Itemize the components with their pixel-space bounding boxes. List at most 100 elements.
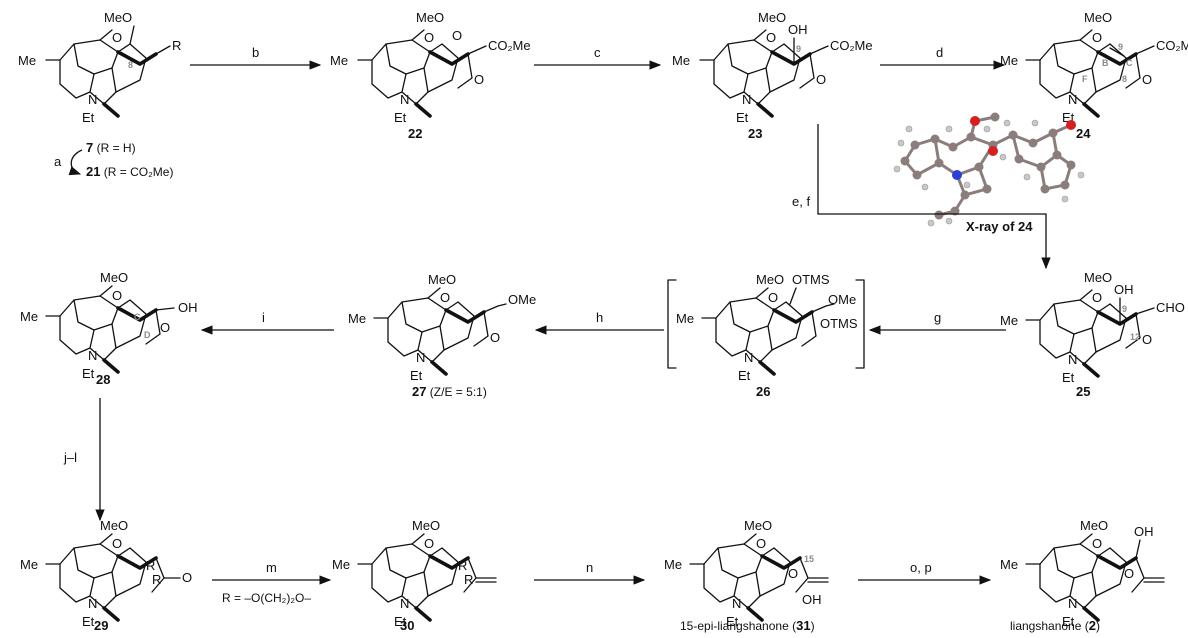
atom-label-et: Et: [394, 614, 407, 629]
atom-label-b: B: [1102, 58, 1109, 68]
atom-label-me: Me: [20, 557, 38, 572]
atom-label-meo: MeO: [758, 10, 786, 25]
nitrogen-atom: [952, 170, 962, 180]
atom-label-et: Et: [1062, 370, 1075, 385]
atom-label-o: O: [1092, 290, 1102, 305]
position-8: 8: [128, 60, 133, 70]
atom-label-ome: OMe: [508, 292, 536, 307]
atom-label-et: Et: [726, 614, 739, 629]
atom-label-c: C: [134, 312, 141, 322]
atom-label-n: N: [400, 92, 409, 107]
atom-label-et: Et: [1062, 614, 1075, 629]
atom-label-o: O: [424, 30, 434, 45]
atom-label-me: Me: [332, 557, 350, 572]
label-27: 27 (Z/E = 5:1): [412, 384, 487, 399]
atom-label-o: O: [816, 72, 826, 87]
condition-h: h: [596, 310, 603, 325]
atom-label-meo: MeO: [416, 10, 444, 25]
atom-label-oh: OH: [178, 300, 198, 315]
atom-label-meo: MeO: [428, 272, 456, 287]
bracket-right: [855, 279, 865, 369]
atom-label-meo: MeO: [756, 272, 784, 287]
atom-label-otms: OTMS: [792, 272, 830, 287]
atom-label-num: 2: [1089, 618, 1096, 633]
atom-label-note: (R = CO₂Me): [100, 165, 173, 179]
label-22: 22: [408, 126, 422, 141]
atom-label-o: O: [1092, 30, 1102, 45]
label-31: 15-epi-liangshanone (31): [680, 618, 815, 633]
label-25: 25: [1076, 384, 1090, 399]
atom-label-r: R: [152, 572, 161, 587]
atom-label-p9: 9: [1122, 304, 1127, 314]
atom-label-p9: 9: [1118, 42, 1123, 52]
atom-label-et: Et: [82, 614, 95, 629]
atom-label-n: N: [744, 350, 753, 365]
atom-label-n: N: [416, 350, 425, 365]
condition-g: g: [934, 310, 941, 325]
compound-29: Me MeO O R R O N Et: [20, 518, 192, 629]
compound-24: Me MeO O B C F 8 9 CO₂Me O N Et: [1000, 10, 1188, 125]
atom-label-o: O: [1142, 332, 1152, 347]
atom-label-co2me: CO₂Me: [488, 38, 531, 53]
atom-label-o: O: [756, 536, 766, 551]
atom-label-et: Et: [410, 368, 423, 383]
compound-27: Me MeO O OMe O N Et: [348, 272, 536, 383]
atom-label-me: Me: [20, 309, 38, 324]
compound-26: Me MeO O OTMS OMe OTMS N Et: [676, 272, 858, 383]
atom-label-p8: 8: [1122, 74, 1127, 84]
atom-label-p12: 12: [1130, 332, 1140, 342]
compound-28: Me MeO O C D O OH N Et: [20, 270, 198, 381]
compound-31: Me MeO O 15 O OH N Et: [664, 518, 829, 629]
atom-label-meo: MeO: [744, 518, 772, 533]
atom-label-n: N: [742, 92, 751, 107]
atom-label-n: N: [1068, 352, 1077, 367]
atom-label-n: N: [1068, 92, 1077, 107]
atom-label-r: R: [464, 572, 473, 587]
atom-label-note: (R = H): [93, 141, 135, 155]
atom-label-o: O: [490, 330, 500, 345]
condition-b: b: [252, 45, 259, 60]
atom-label-me: Me: [348, 311, 366, 326]
atom-label-o: O: [112, 288, 122, 303]
atom-label-meo: MeO: [1084, 10, 1112, 25]
atom-label-me: Me: [1000, 313, 1018, 328]
atom-label-n: N: [732, 596, 741, 611]
atom-label-oh: OH: [788, 22, 808, 37]
atom-label-oh: OH: [1114, 282, 1134, 297]
compound-25: Me MeO O OH 9 CHO O 12 N Et: [1000, 270, 1185, 385]
atom-label-co2me: CO₂Me: [1156, 38, 1188, 53]
xray-structure-24: [893, 112, 1085, 227]
condition-a: a: [54, 154, 62, 169]
condition-ef: e, f: [792, 194, 810, 209]
atom-label-o: O: [788, 566, 798, 581]
atom-label-d: D: [144, 330, 151, 340]
atom-label-o: O: [768, 290, 778, 305]
atom-label-num: 7: [86, 140, 93, 155]
atom-label-o: O: [452, 28, 462, 43]
atom-label-o: O: [160, 320, 170, 335]
atom-label-o: O: [474, 72, 484, 87]
atom-label-meo: MeO: [100, 270, 128, 285]
atom-label-o: O: [424, 536, 434, 551]
condition-m: m: [266, 560, 277, 575]
compound-23: Me MeO O OH 9 CO₂Me O N Et: [672, 10, 873, 125]
atom-label-n: N: [88, 348, 97, 363]
condition-i: i: [262, 310, 265, 325]
atom-label-oh: OH: [1134, 524, 1154, 539]
atom-label-o: O: [440, 290, 450, 305]
atom-label-meo: MeO: [100, 518, 128, 533]
atom-label-prefix: liangshanone (: [1010, 619, 1089, 633]
atom-label-p15: 15: [804, 554, 814, 564]
condition-n: n: [586, 560, 593, 575]
condition-jl: j–l: [63, 450, 77, 465]
atom-label-me: Me: [330, 53, 348, 68]
label-21: 21 (R = CO₂Me): [86, 164, 173, 179]
meo-label: MeO: [104, 10, 132, 25]
atom-label-me: Me: [1000, 53, 1018, 68]
atom-label-n: N: [1068, 596, 1077, 611]
atom-label-c: C: [1126, 58, 1133, 68]
label-7: 7 (R = H): [86, 140, 136, 155]
atom-label-me: Me: [676, 311, 694, 326]
atom-label-otms: OTMS: [820, 316, 858, 331]
atom-label-f: F: [1082, 74, 1088, 84]
